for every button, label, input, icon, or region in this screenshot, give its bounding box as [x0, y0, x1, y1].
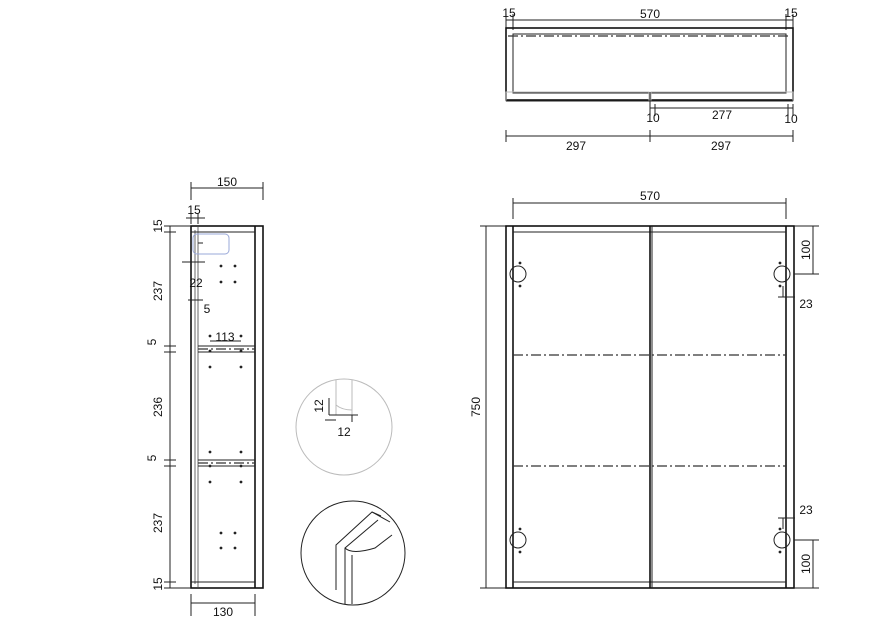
side-hole-small-label: 5 [204, 302, 211, 316]
side-hole-offset-label: 22 [189, 276, 203, 290]
front-hinge-top-label: 100 [799, 240, 813, 260]
side-inner-depth-label: 130 [213, 605, 233, 619]
front-hinge-bottom-offset-label: 23 [799, 503, 813, 517]
groove-detail: 12 12 [295, 378, 393, 476]
side-back-label: 15 [187, 203, 201, 217]
groove-h-label: 12 [312, 399, 326, 413]
top-door-right-label: 297 [711, 139, 731, 153]
handle-detail [300, 500, 406, 606]
side-shelf-1-label: 5 [145, 338, 159, 345]
side-bottom-board-label: 15 [151, 577, 165, 591]
side-section-top-label: 237 [151, 281, 165, 301]
top-body-outline [505, 27, 794, 101]
front-hinge-top-offset-label: 23 [799, 297, 813, 311]
side-section-bottom-label: 237 [151, 513, 165, 533]
top-right-margin-label: 15 [784, 6, 798, 20]
top-view: 570 15 15 10 277 10 297 297 [502, 6, 798, 153]
top-width-label: 570 [640, 7, 660, 21]
front-view: 570 750 100 [469, 189, 819, 589]
shelf-pin-holes [208, 264, 243, 550]
side-top-board-label: 15 [151, 219, 165, 233]
top-door-left-label: 297 [566, 139, 586, 153]
front-width-label: 570 [640, 189, 660, 203]
hinge-holes [509, 261, 791, 554]
side-depth-label: 150 [217, 175, 237, 189]
groove-w-label: 12 [337, 425, 351, 439]
detail-circle-handle [300, 500, 406, 606]
top-door-inner-label: 277 [712, 108, 732, 122]
top-left-margin-label: 15 [502, 6, 516, 20]
top-body-inner [512, 33, 787, 94]
detail-circle-groove [295, 378, 393, 476]
top-door-gap-right-label: 10 [784, 112, 798, 126]
side-outline [190, 225, 264, 589]
front-hinge-bottom-label: 100 [799, 554, 813, 574]
hinge-sketch [192, 233, 230, 255]
side-hole-spacing-label: 113 [215, 330, 234, 344]
side-view: 150 15 [145, 175, 264, 619]
side-shelf-2-label: 5 [145, 454, 159, 461]
top-door-gap-left-label: 10 [646, 111, 660, 125]
front-height-label: 750 [469, 397, 483, 417]
side-section-mid-label: 236 [151, 397, 165, 417]
